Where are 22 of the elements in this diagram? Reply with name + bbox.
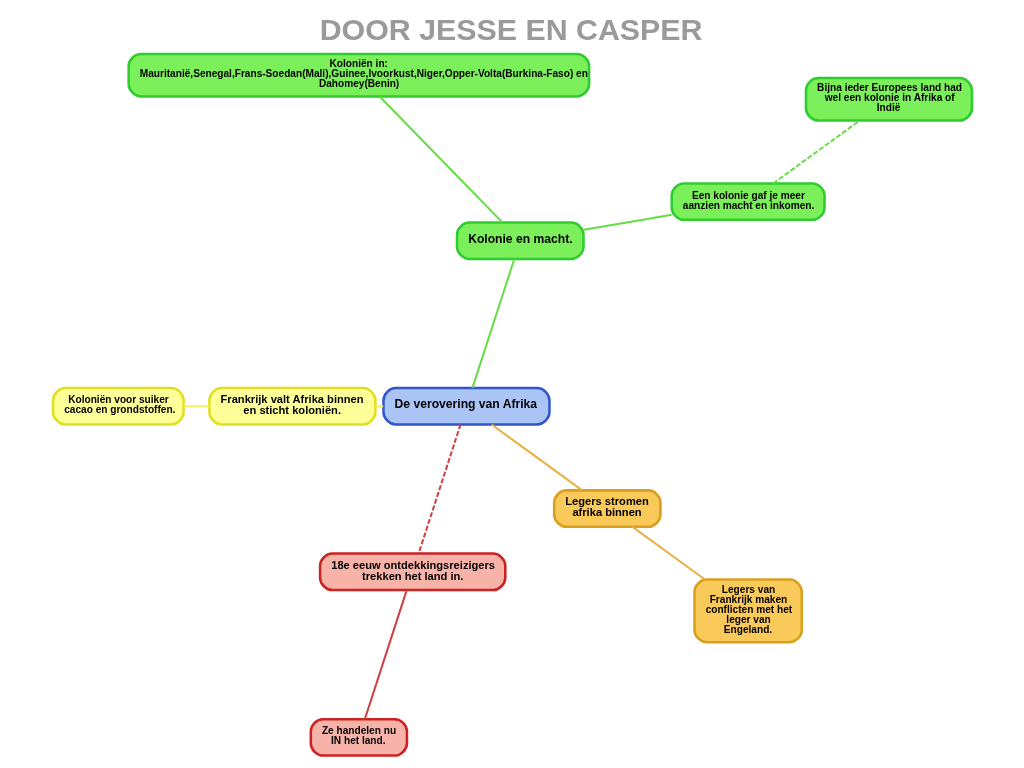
connector [183, 405, 209, 408]
node-box: Frankrijk valt Afrika binnen en sticht koloniën. [207, 386, 377, 426]
node-box: 18e eeuw ontdekkingsreizigers trekken het land in. [318, 552, 507, 592]
node-box: Een kolonie gaf je meer aanzien macht en inkomen. [669, 182, 826, 222]
node-box: Kolonie en macht. [455, 221, 585, 261]
connector [772, 119, 860, 185]
connector [631, 526, 706, 581]
node-box: Legers van Frankrijk maken conflicten met het leger van Engeland. [692, 578, 803, 644]
node-box: De verovering van Afrika [381, 386, 551, 426]
node-box: Bijna ieder Europees land had wel een kolonie in Afrika of Indië [804, 76, 973, 122]
connector [363, 589, 408, 720]
connector [490, 423, 582, 491]
connector [470, 258, 515, 389]
connector [417, 424, 461, 554]
node-box: Koloniën voor suiker cacao en grondstoffen. [51, 386, 185, 426]
node-box: Legers stromen afrika binnen [552, 489, 662, 529]
node-box: Ze handelen nu IN het land. [309, 717, 408, 757]
connector [378, 95, 503, 224]
node-box: Koloniën in: Mauritanië,Senegal,Frans-Soedan(Mali),Guinee,Ivoorkust,Niger,Opper-Volta(Burkina-Faso) en Dahomey(Benin) [126, 52, 590, 98]
connector [374, 405, 383, 408]
connector [583, 213, 672, 231]
diagram-title: DOOR JESSE EN CASPER [319, 12, 702, 46]
